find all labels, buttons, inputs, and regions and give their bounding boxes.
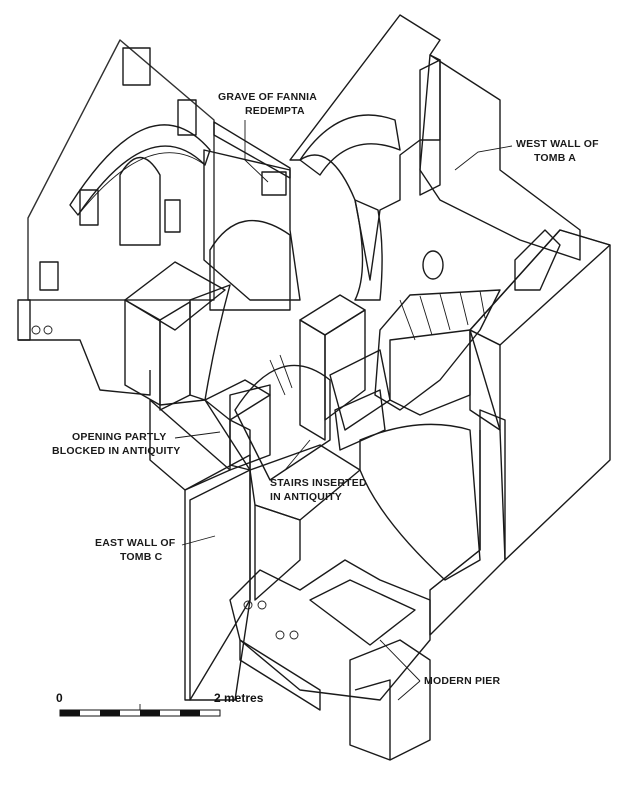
scale-end-label: 2 metres — [214, 691, 264, 705]
stairs-inserted-in-antiquity — [329, 289, 501, 451]
scale-start-label: 0 — [56, 691, 63, 705]
label-west-wall-line2: TOMB A — [534, 152, 576, 164]
leader-east-wall — [181, 535, 216, 546]
label-east-wall-line1: EAST WALL OF — [95, 537, 176, 549]
label-east-wall-line2: TOMB C — [120, 551, 163, 563]
back-wall — [203, 121, 301, 311]
label-grave-line2: REDEMPTA — [245, 105, 305, 117]
label-west-wall-line1: WEST WALL OF — [516, 138, 599, 150]
label-grave-line1: GRAVE OF FANNIA — [218, 91, 317, 103]
label-modern-pier: MODERN PIER — [424, 675, 501, 687]
leader-modern-pier-2 — [397, 680, 421, 701]
label-opening-line2: BLOCKED IN ANTIQUITY — [52, 445, 180, 457]
lower-right-wall — [429, 409, 506, 636]
right-block — [469, 229, 611, 561]
leader-stairs — [284, 439, 311, 471]
chamber-floor — [234, 354, 481, 581]
scale-bar: 0 2 metres — [56, 691, 264, 717]
leader-west-wall — [454, 145, 513, 171]
east-wall-tomb-c — [149, 399, 361, 701]
label-stairs-line2: IN ANTIQUITY — [270, 491, 342, 503]
label-stairs-line1: STAIRS INSERTED — [270, 477, 367, 489]
modern-pier — [229, 559, 431, 761]
label-opening-line1: OPENING PARTLY — [72, 431, 166, 443]
leader-lines — [174, 120, 513, 701]
leader-modern-pier-1 — [379, 639, 421, 682]
west-wall-tomb-a — [289, 14, 581, 301]
leader-opening — [174, 431, 221, 439]
leader-grave — [244, 120, 269, 183]
central-pier — [299, 294, 366, 441]
grave-of-fannia-redempta — [261, 171, 287, 196]
left-tomb-wall — [17, 39, 215, 396]
